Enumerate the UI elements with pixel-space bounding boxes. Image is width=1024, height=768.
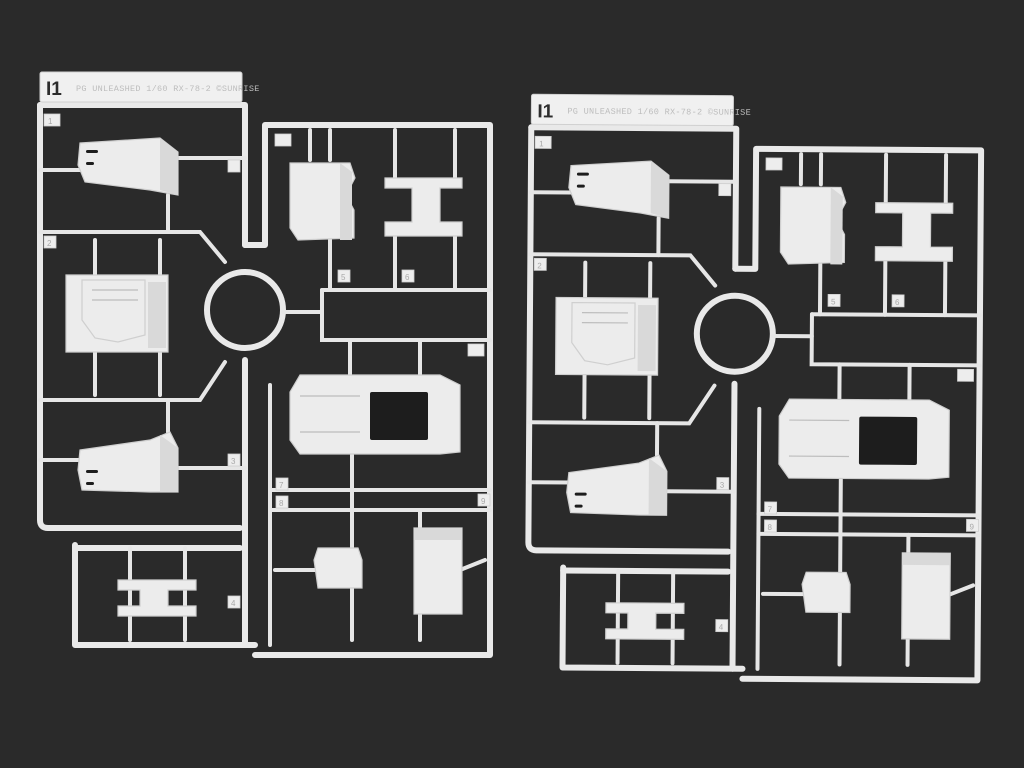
gate-number: 8 <box>767 523 772 532</box>
gate-number: 4 <box>719 623 724 632</box>
sprue-left: I1 PG UNLEASHED 1/60 RX-78-2 ©SUNRISE 1 … <box>40 72 490 655</box>
gate-number: 1 <box>539 139 544 148</box>
sprue-left-letter: I1 <box>46 79 62 100</box>
sprue-left-gate-numbers: 1 2 3 4 5 6 7 8 9 <box>47 117 486 608</box>
sprue-right-letter: I1 <box>537 101 553 122</box>
gate-number: 1 <box>48 117 53 126</box>
gate-number: 2 <box>47 239 52 248</box>
gate-number: 5 <box>341 273 346 282</box>
gate-number: 6 <box>895 298 900 307</box>
sprue-right-gate-numbers: 1 2 3 4 5 6 7 8 9 <box>537 139 974 632</box>
gate-number: 6 <box>405 273 410 282</box>
gate-number: 4 <box>231 599 236 608</box>
gate-number: 3 <box>720 481 725 490</box>
gate-number: 5 <box>831 297 836 306</box>
sprue-right: I1 PG UNLEASHED 1/60 RX-78-2 ©SUNRISE 1 … <box>527 94 981 680</box>
sprue-right-runner-text: PG UNLEASHED 1/60 RX-78-2 ©SUNRISE <box>567 107 751 118</box>
gate-number: 9 <box>481 497 486 506</box>
gate-number: 8 <box>279 499 284 508</box>
gate-number: 9 <box>969 522 974 531</box>
gate-number: 2 <box>537 261 542 270</box>
sprue-left-runner-text: PG UNLEASHED 1/60 RX-78-2 ©SUNRISE <box>76 84 260 94</box>
gate-number: 7 <box>768 505 773 514</box>
gate-number: 3 <box>231 457 236 466</box>
gate-number: 7 <box>279 481 284 490</box>
